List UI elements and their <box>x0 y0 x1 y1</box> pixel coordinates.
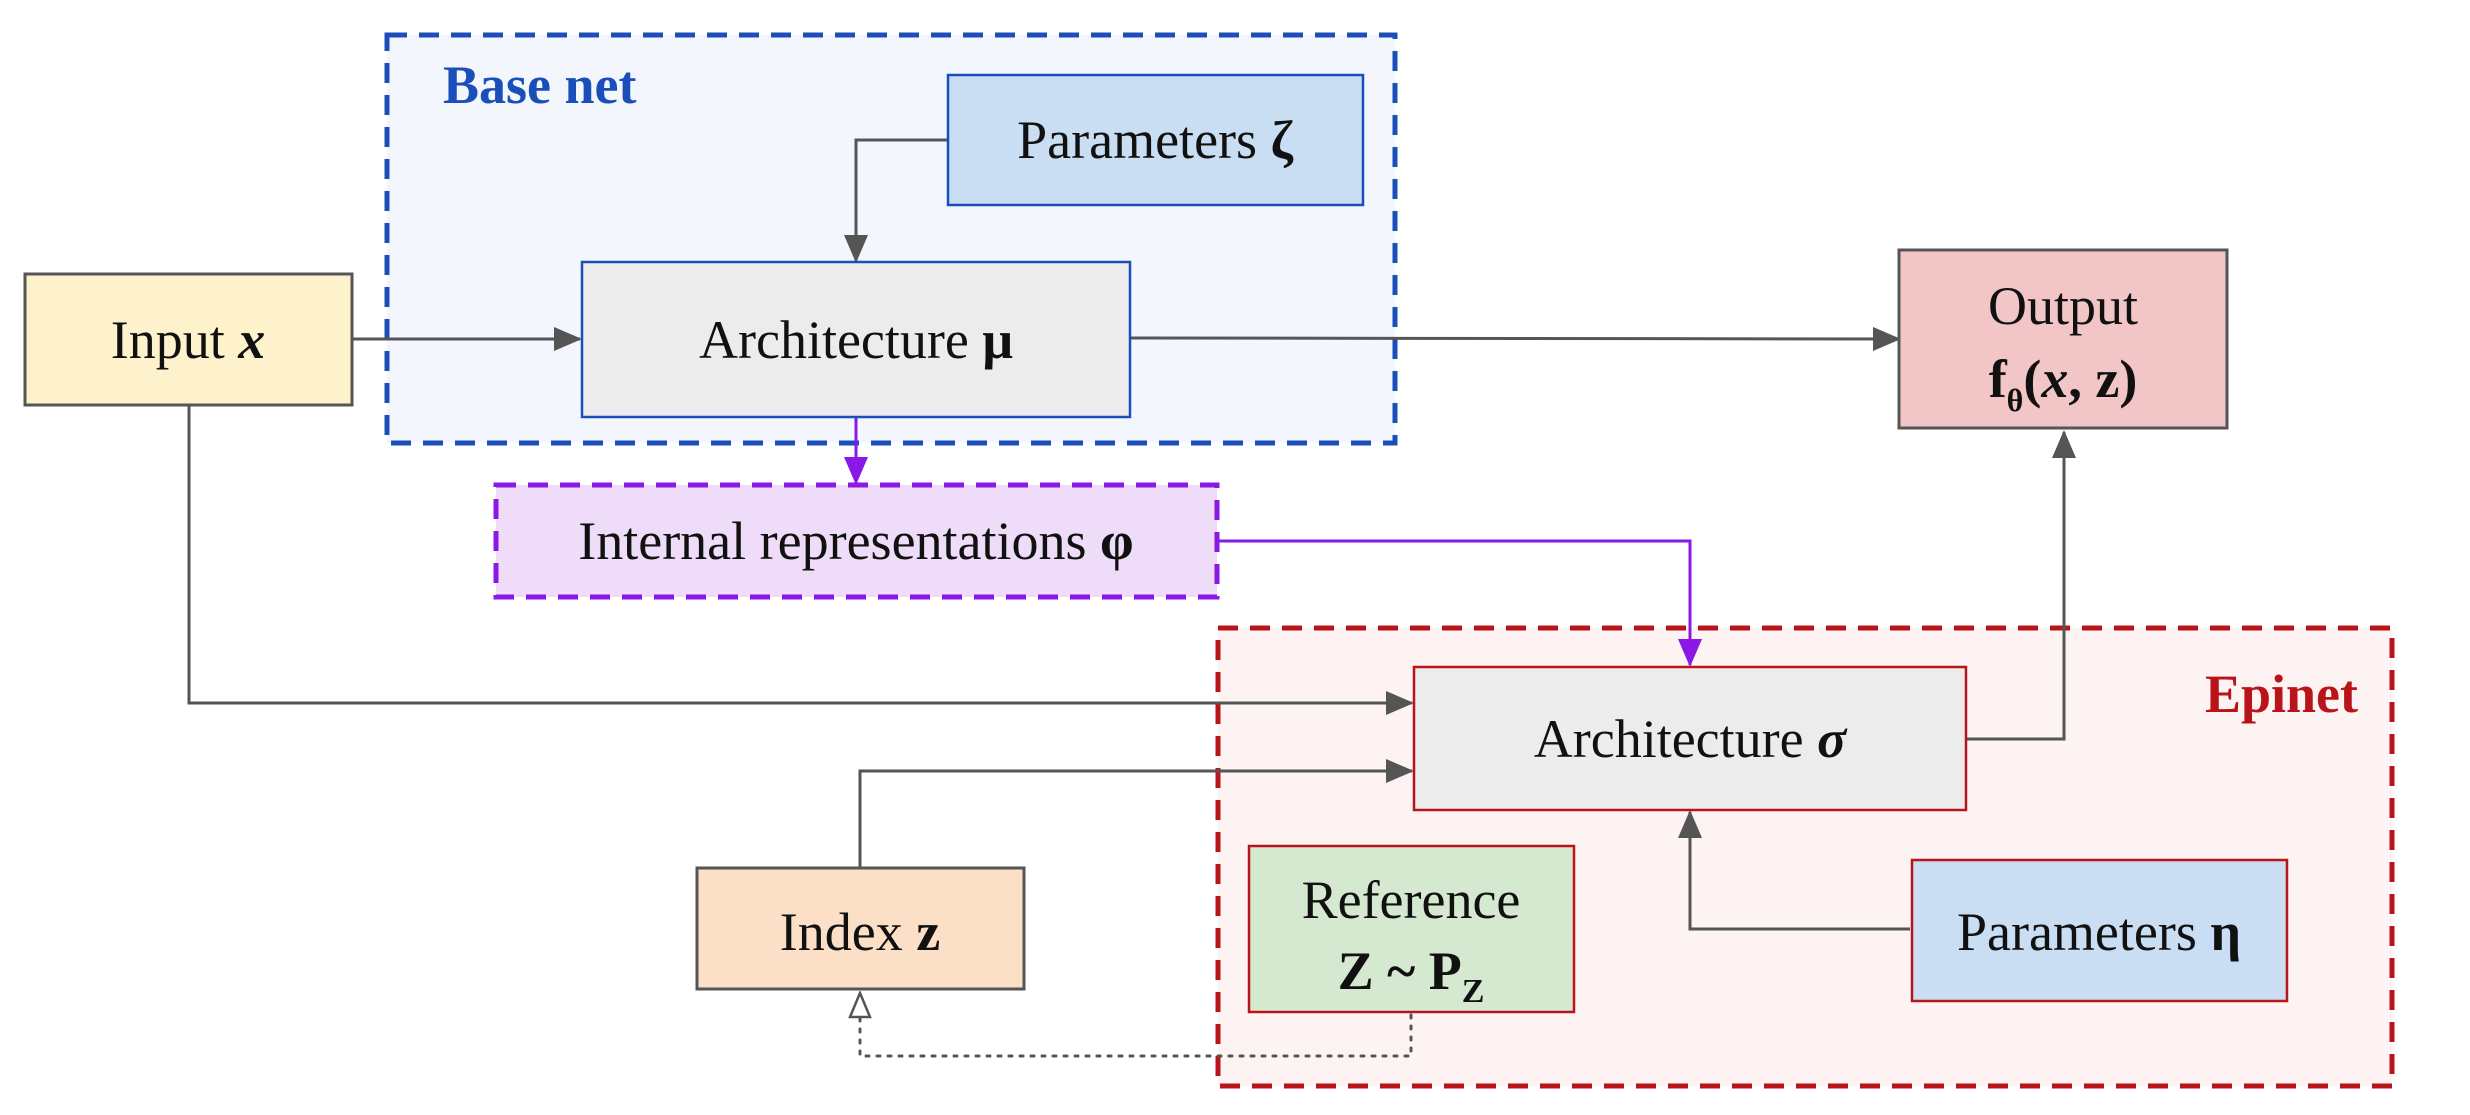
input-node: Input x <box>23 272 354 407</box>
input-label: Input <box>111 310 239 370</box>
svg-text:Z ~ PZ: Z ~ PZ <box>1338 941 1485 1010</box>
internal-representations-box <box>493 482 1220 600</box>
arrow-index-to-epi-arch <box>858 759 1414 868</box>
input-box <box>23 272 354 407</box>
output-box <box>1897 248 2229 430</box>
base-net-title: Base net <box>443 55 637 115</box>
base-architecture-symbol: μ <box>982 310 1013 370</box>
epinet-parameters-box <box>1910 858 2289 1003</box>
reference-label: Reference <box>1302 870 1521 930</box>
index-symbol: z <box>916 902 940 962</box>
reference-node: Reference Z ~ PZ <box>1247 844 1576 1014</box>
output-args-rest: , z) <box>2068 349 2137 409</box>
internal-representations-node: Internal representations φ <box>493 482 1220 600</box>
output-function-subscript: θ <box>2007 382 2024 418</box>
epinet-architecture-box <box>1412 665 1968 812</box>
arrow-epi-params-to-epi-arch <box>1678 810 1910 931</box>
svg-text:Parameters ζ: Parameters ζ <box>1017 110 1293 170</box>
arrow-reference-to-index <box>860 993 1413 1058</box>
output-function: f <box>1989 349 2008 409</box>
arrow-input-to-epi-arch <box>187 405 1414 715</box>
svg-text:Internal representations φ: Internal representations φ <box>578 511 1133 571</box>
arrow-epi-arch-to-output <box>1966 430 2076 741</box>
base-parameters-box <box>946 73 1365 207</box>
base-architecture-node: Architecture μ <box>580 260 1132 419</box>
svg-text:Parameters η: Parameters η <box>1957 902 2241 962</box>
output-open-paren: ( <box>2023 349 2041 409</box>
input-symbol: x <box>237 310 265 370</box>
base-architecture-box <box>580 260 1132 419</box>
index-node: Index z <box>695 866 1026 991</box>
internal-representations-symbol: φ <box>1100 511 1134 571</box>
epinet-architecture-symbol: σ <box>1817 709 1848 769</box>
arrow-base-arch-to-output <box>1129 326 1901 351</box>
epinet-parameters-node: Parameters η <box>1910 858 2289 1003</box>
output-label: Output <box>1988 276 2138 336</box>
svg-text:fθ(x, z): fθ(x, z) <box>1989 349 2138 418</box>
reference-box <box>1247 844 1576 1014</box>
base-parameters-label: Parameters <box>1017 110 1270 170</box>
base-architecture-label: Architecture <box>699 310 982 370</box>
output-x-symbol: x <box>2040 349 2068 409</box>
arrow-internal-to-epi-arch <box>1217 539 1702 667</box>
svg-text:Input x: Input x <box>111 310 266 370</box>
base-parameters-symbol: ζ <box>1271 110 1294 170</box>
internal-representations-label: Internal representations <box>578 511 1100 571</box>
svg-text:Architecture σ: Architecture σ <box>1534 709 1848 769</box>
output-node: Output fθ(x, z) <box>1897 248 2229 430</box>
epinet-architecture-node: Architecture σ <box>1412 665 1968 812</box>
connectors <box>187 138 2076 1058</box>
svg-text:Architecture μ: Architecture μ <box>699 310 1013 370</box>
svg-text:Index z: Index z <box>780 902 940 962</box>
reference-distribution: Z ~ P <box>1338 941 1462 1001</box>
reference-distribution-subscript: Z <box>1462 973 1485 1010</box>
base-parameters-node: Parameters ζ <box>946 73 1365 207</box>
epinet-architecture-label: Architecture <box>1534 709 1817 769</box>
epinet-parameters-symbol: η <box>2210 902 2241 962</box>
arrow-base-params-to-base-arch <box>844 138 948 263</box>
epinet-parameters-label: Parameters <box>1957 902 2210 962</box>
index-label: Index <box>780 902 916 962</box>
index-box <box>695 866 1026 991</box>
epinet-title: Epinet <box>2205 664 2358 724</box>
